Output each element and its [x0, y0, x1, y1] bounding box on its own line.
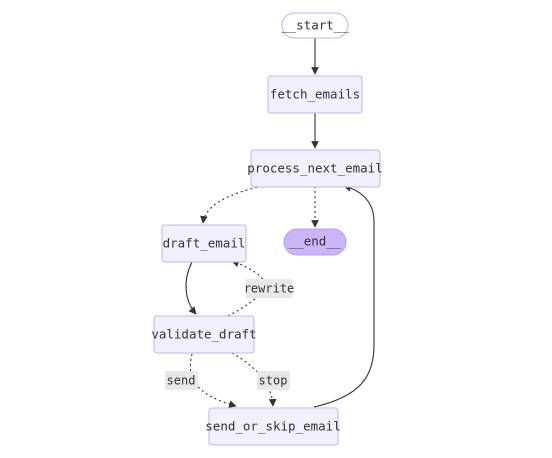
- edge-label-send-text: send: [167, 374, 196, 388]
- node-process-next-email-label: process_next_email: [247, 161, 382, 176]
- edge-label-stop-text: stop: [259, 374, 288, 388]
- edge-label-rewrite: rewrite: [244, 279, 295, 298]
- edge-process-next-email-to-draft-email: [200, 185, 263, 224]
- node-send-or-skip-email-label: send_or_skip_email: [205, 419, 340, 434]
- node-draft-email-label: draft_email: [163, 236, 246, 251]
- node-fetch-emails[interactable]: fetch_emails: [267, 75, 363, 114]
- edge-draft-email-to-validate-draft: [185, 261, 197, 315]
- node-process-next-email[interactable]: process_next_email: [247, 149, 383, 188]
- edge-label-send: send: [165, 371, 198, 390]
- node-end-label: __end__: [289, 234, 342, 249]
- node-end[interactable]: __end__: [283, 228, 347, 256]
- edge-validate-draft-to-send-or-skip-send: [189, 353, 237, 408]
- edge-validate-draft-to-draft-email: [227, 259, 265, 317]
- node-validate-draft[interactable]: validate_draft: [151, 315, 257, 354]
- node-start-label: __start__: [281, 18, 349, 33]
- node-fetch-emails-label: fetch_emails: [270, 87, 360, 102]
- node-send-or-skip-email[interactable]: send_or_skip_email: [205, 407, 341, 446]
- edge-send-or-skip-to-process-next-email: [313, 184, 375, 408]
- edges: [185, 38, 375, 408]
- edge-label-rewrite-text: rewrite: [244, 282, 295, 296]
- node-draft-email[interactable]: draft_email: [161, 224, 247, 263]
- edge-label-stop: stop: [257, 371, 290, 390]
- node-validate-draft-label: validate_draft: [151, 327, 256, 342]
- node-start[interactable]: __start__: [281, 12, 349, 39]
